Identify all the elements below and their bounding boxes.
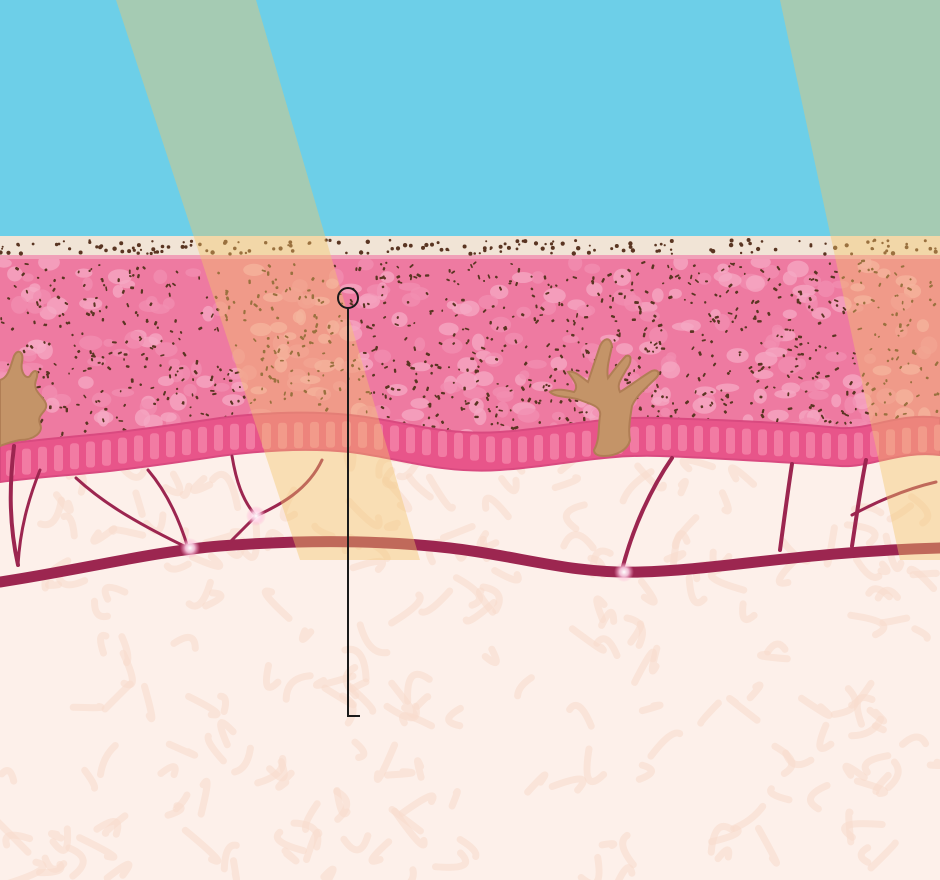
vessel-glow: [180, 538, 200, 558]
stratum-corneum-edge: [0, 255, 940, 259]
capillary: [146, 468, 190, 550]
light-beam-left: [116, 0, 420, 560]
melanocyte-left: [0, 350, 48, 448]
sky-background: [0, 0, 940, 240]
capillary: [850, 480, 938, 517]
capillary: [16, 468, 42, 567]
capillary: [74, 476, 190, 550]
pointer-callout: [337, 287, 360, 717]
stratum-corneum: [0, 236, 940, 258]
capillary: [850, 458, 868, 548]
melanocyte-right: [548, 338, 660, 458]
blood-vessel-network: [0, 444, 940, 588]
vessel-glow: [614, 562, 634, 582]
light-beam-right: [780, 0, 940, 560]
basal-cells: [6, 421, 940, 477]
main-blood-vessel: [0, 536, 940, 588]
capillary: [778, 462, 794, 552]
capillary: [620, 456, 674, 572]
stratum-corneum-granules: [0, 238, 938, 256]
capillary: [8, 444, 20, 567]
vessel-glow: [246, 506, 266, 526]
